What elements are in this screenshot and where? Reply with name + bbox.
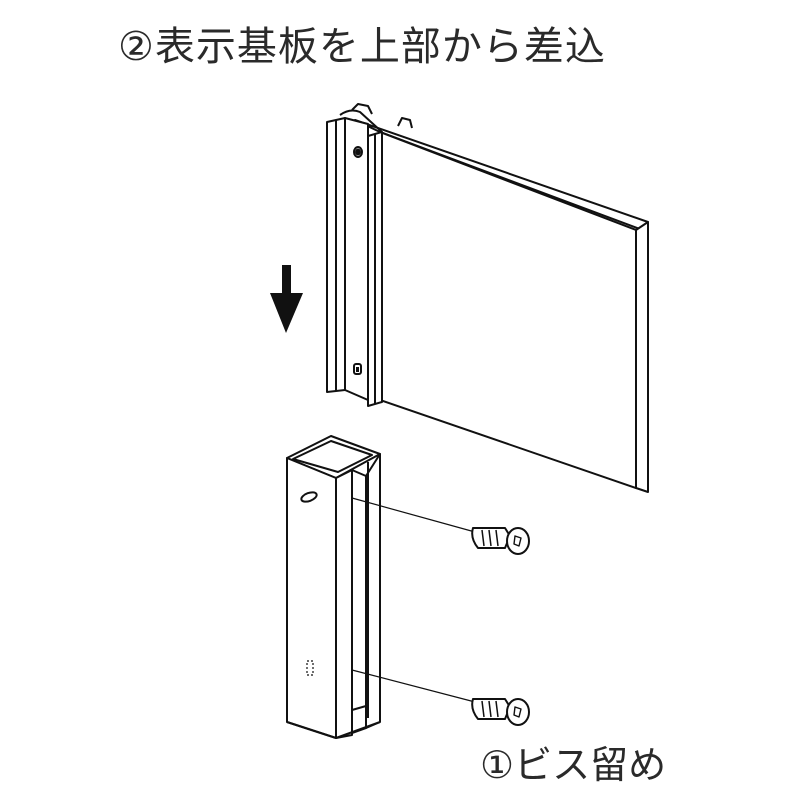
down-arrow-icon — [270, 265, 303, 333]
sign-board — [326, 103, 649, 493]
step1-instruction-label: ①ビス留め — [480, 743, 667, 787]
lower-screw-icon — [471, 698, 530, 726]
square-post — [286, 435, 381, 739]
screw-guide-lines — [351, 497, 476, 703]
step2-instruction-label: ②表示基板を上部から差込 — [118, 24, 606, 70]
upper-screw-icon — [471, 527, 530, 555]
